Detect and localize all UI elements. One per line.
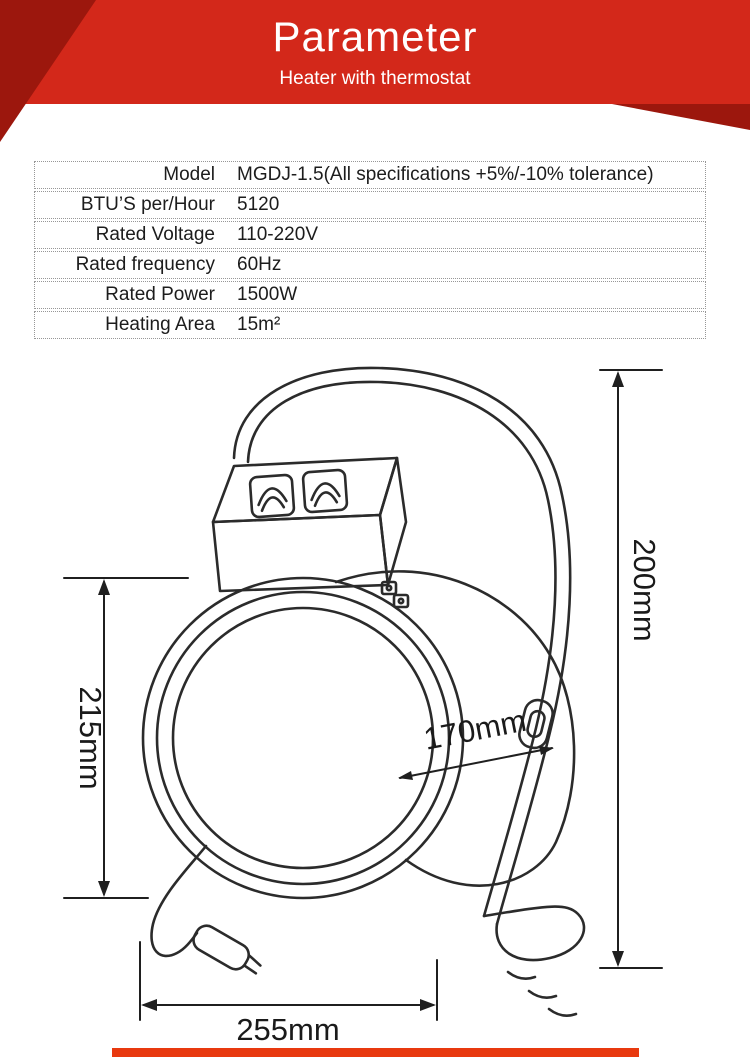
page-subtitle: Heater with thermostat [279, 67, 471, 89]
control-box-side [378, 456, 408, 587]
power-switch-left [248, 473, 296, 519]
header-right-triangle [612, 104, 750, 130]
handle-foot [482, 905, 586, 962]
power-switch-right [301, 468, 349, 514]
dim-width-label: 255mm [236, 1012, 339, 1047]
spec-value: 60Hz [237, 254, 282, 275]
heater-dimension-diagram: 200mm 215mm 170mm 255mm [63, 366, 663, 1047]
heater-body [334, 570, 576, 887]
dim-inner-line [399, 747, 553, 779]
mount-knob [518, 698, 554, 750]
table-row: Rated frequency 60Hz [34, 251, 706, 279]
dim-height-label: 200mm [627, 538, 662, 641]
screw-tabs [380, 580, 410, 609]
front-ring-inner [171, 606, 435, 870]
handle-outer [232, 366, 572, 926]
spec-label: BTU’S per/Hour [80, 194, 215, 215]
front-ring-mid [155, 590, 451, 886]
spec-table: Model MGDJ-1.5(All specifications +5%/-1… [34, 161, 706, 341]
table-row: BTU’S per/Hour 5120 [34, 191, 706, 219]
dim-inner-label: 170mm [421, 703, 529, 757]
page-title: Parameter [272, 13, 478, 61]
table-row: Heating Area 15m² [34, 311, 706, 339]
power-cord [150, 844, 208, 958]
handle-inner [246, 380, 557, 918]
bottom-accent-bar [112, 1048, 639, 1057]
vibration-marks [506, 970, 578, 1017]
table-row: Rated Power 1500W [34, 281, 706, 309]
control-box-front [211, 513, 390, 593]
spec-label: Model [163, 164, 215, 185]
spec-value: 15m² [237, 314, 281, 335]
table-row: Rated Voltage 110-220V [34, 221, 706, 249]
power-plug [192, 924, 262, 975]
spec-value: 5120 [237, 194, 280, 215]
spec-label: Heating Area [105, 314, 215, 335]
spec-value: 110-220V [237, 224, 318, 245]
spec-label: Rated Voltage [95, 224, 215, 245]
spec-value: 1500W [237, 284, 298, 305]
dimension-arrowheads [98, 371, 624, 1011]
spec-label: Rated Power [105, 284, 215, 305]
dim-diameter-label: 215mm [73, 686, 108, 789]
header-banner [0, 0, 750, 104]
header: Parameter Heater with thermostat [0, 0, 750, 104]
table-row: Model MGDJ-1.5(All specifications +5%/-1… [34, 161, 706, 189]
spec-label: Rated frequency [75, 254, 215, 275]
spec-value: MGDJ-1.5(All specifications +5%/-10% tol… [237, 164, 654, 185]
front-ring-outer [141, 576, 465, 900]
